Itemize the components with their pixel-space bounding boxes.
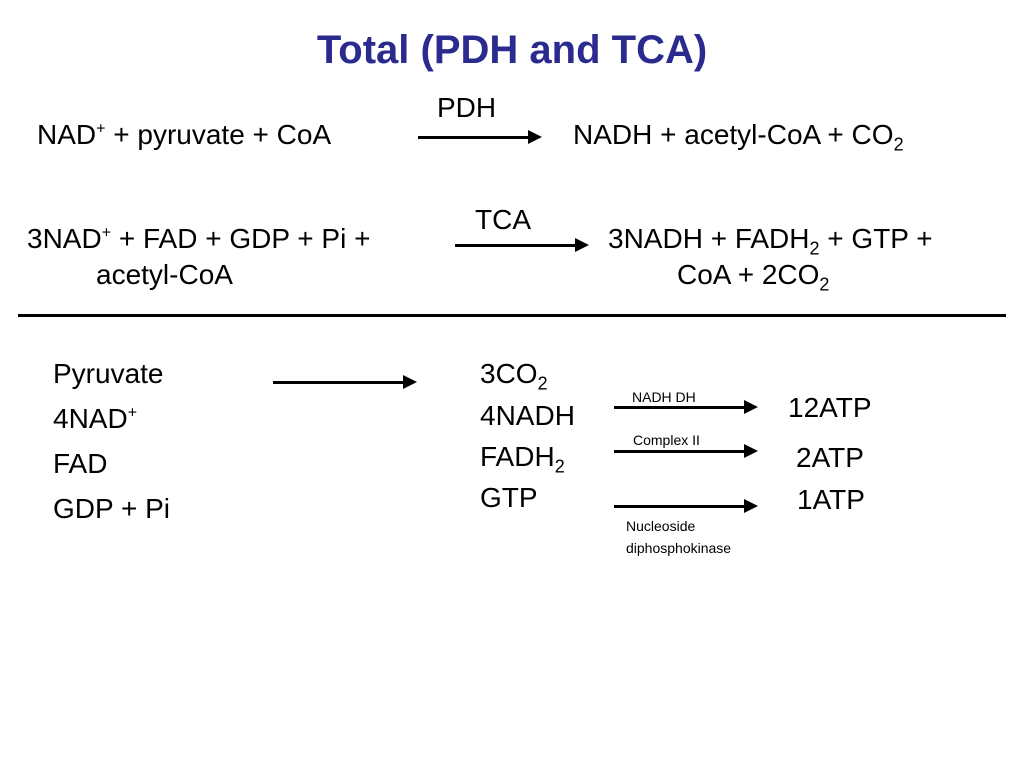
summary-output: 4NADH <box>480 402 575 430</box>
superscript: + <box>96 120 106 138</box>
tca-product-c: CoA + 2CO <box>677 259 820 290</box>
tca-products-line1: 3NADH + FADH2 + GTP + <box>608 225 933 258</box>
pdh-reactant-nad: NAD <box>37 119 97 150</box>
output-text: 3CO <box>480 358 538 389</box>
pdh-reactant-rest: + pyruvate + CoA <box>105 119 332 150</box>
summary-input: Pyruvate <box>53 360 164 388</box>
conversion-label-diphosphokinase: diphosphokinase <box>626 540 732 556</box>
tca-product-a: 3NADH + FADH <box>608 223 810 254</box>
summary-arrow <box>273 375 417 389</box>
tca-reactant-rest: + FAD + GDP + Pi + <box>111 223 371 254</box>
conversion-arrow <box>614 444 758 458</box>
summary-input: GDP + Pi <box>53 495 170 523</box>
conversion-arrow <box>614 400 758 414</box>
subscript: 2 <box>893 134 904 155</box>
tca-product-b: + GTP + <box>819 223 933 254</box>
pdh-reactants: NAD+ + pyruvate + CoA <box>37 121 331 149</box>
input-text: GDP + Pi <box>53 493 170 524</box>
input-text: 4NAD <box>53 403 128 434</box>
summary-output: 3CO2 <box>480 360 548 393</box>
subscript: 2 <box>819 274 830 295</box>
pdh-products: NADH + acetyl-CoA + CO2 <box>573 121 904 154</box>
tca-reactant-nad: 3NAD <box>27 223 102 254</box>
output-text: 4NADH <box>480 400 575 431</box>
output-text: FADH <box>480 441 555 472</box>
summary-input: FAD <box>53 450 107 478</box>
subscript: 2 <box>809 238 820 259</box>
tca-reactants-line2: acetyl-CoA <box>96 259 233 290</box>
summary-input: 4NAD+ <box>53 405 137 433</box>
page-title: Total (PDH and TCA) <box>316 28 708 72</box>
summary-output: FADH2 <box>480 443 565 476</box>
tca-products-line2: CoA + 2CO2 <box>677 261 829 294</box>
superscript: + <box>127 404 138 422</box>
superscript: + <box>101 224 112 242</box>
reaction-arrow-tca <box>455 238 589 252</box>
input-text: FAD <box>53 448 108 479</box>
subscript: 2 <box>554 456 565 477</box>
summary-output: GTP <box>480 484 538 512</box>
conversion-label-nadh-dh: NADH DH <box>632 389 696 405</box>
enzyme-label-pdh: PDH <box>437 92 497 123</box>
input-text: Pyruvate <box>53 358 164 389</box>
enzyme-label-tca: TCA <box>475 204 531 235</box>
pdh-product-text: NADH + acetyl-CoA + CO <box>573 119 894 150</box>
atp-yield: 2ATP <box>796 442 864 473</box>
atp-yield: 1ATP <box>797 484 865 515</box>
atp-yield: 12ATP <box>788 392 872 423</box>
divider-line <box>18 314 1006 317</box>
conversion-label-complex-ii: Complex II <box>633 432 700 448</box>
reaction-arrow-pdh <box>418 130 542 144</box>
tca-reactants-line1: 3NAD+ + FAD + GDP + Pi + <box>27 225 370 253</box>
subscript: 2 <box>537 373 548 394</box>
conversion-label-nucleoside: Nucleoside <box>626 518 696 534</box>
conversion-arrow <box>614 499 758 513</box>
output-text: GTP <box>480 482 538 513</box>
